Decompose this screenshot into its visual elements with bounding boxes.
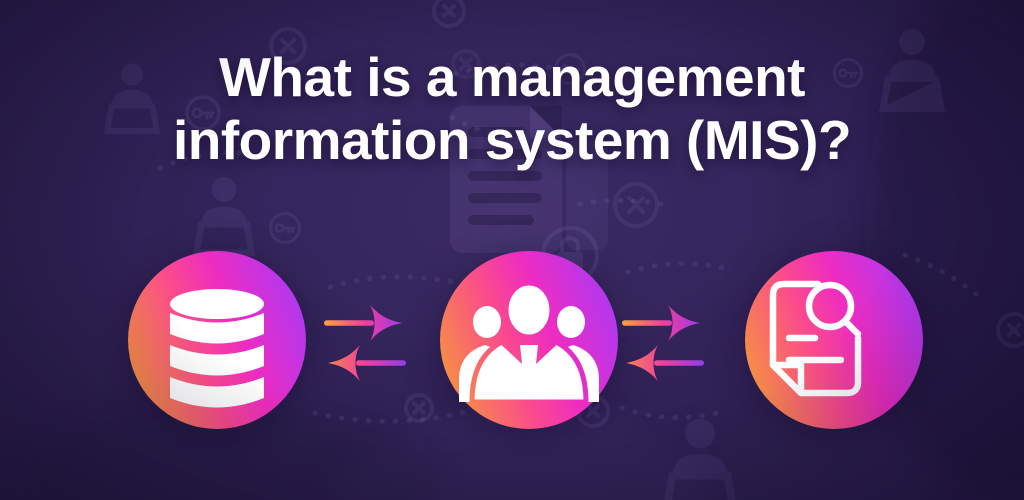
arrow-right-icon [324,305,402,341]
page-title: What is a management information system … [0,46,1024,172]
flow-node-report [744,250,924,430]
bg-person-laptop-icons [103,29,945,500]
arrow-left-icon [626,345,704,381]
flow-connector-1 [323,303,407,383]
bg-dotted-paths [157,62,988,424]
arrow-right-icon [622,305,700,341]
title-line-1: What is a management [219,46,805,108]
bg-key-circle-icons [185,53,864,244]
title-line-2: information system (MIS)? [172,109,852,171]
database-icon [128,251,306,429]
arrow-left-icon [328,345,406,381]
tie [520,345,538,400]
flow-node-team [439,250,619,430]
flow-node-database [127,250,307,430]
bg-document-lines-icon [450,106,608,253]
team-people [459,280,599,405]
report-search-icon [745,251,923,429]
document-search [769,280,862,397]
team-icon [440,251,618,429]
flow-connector-2 [621,303,705,383]
database-cylinder [170,289,264,408]
